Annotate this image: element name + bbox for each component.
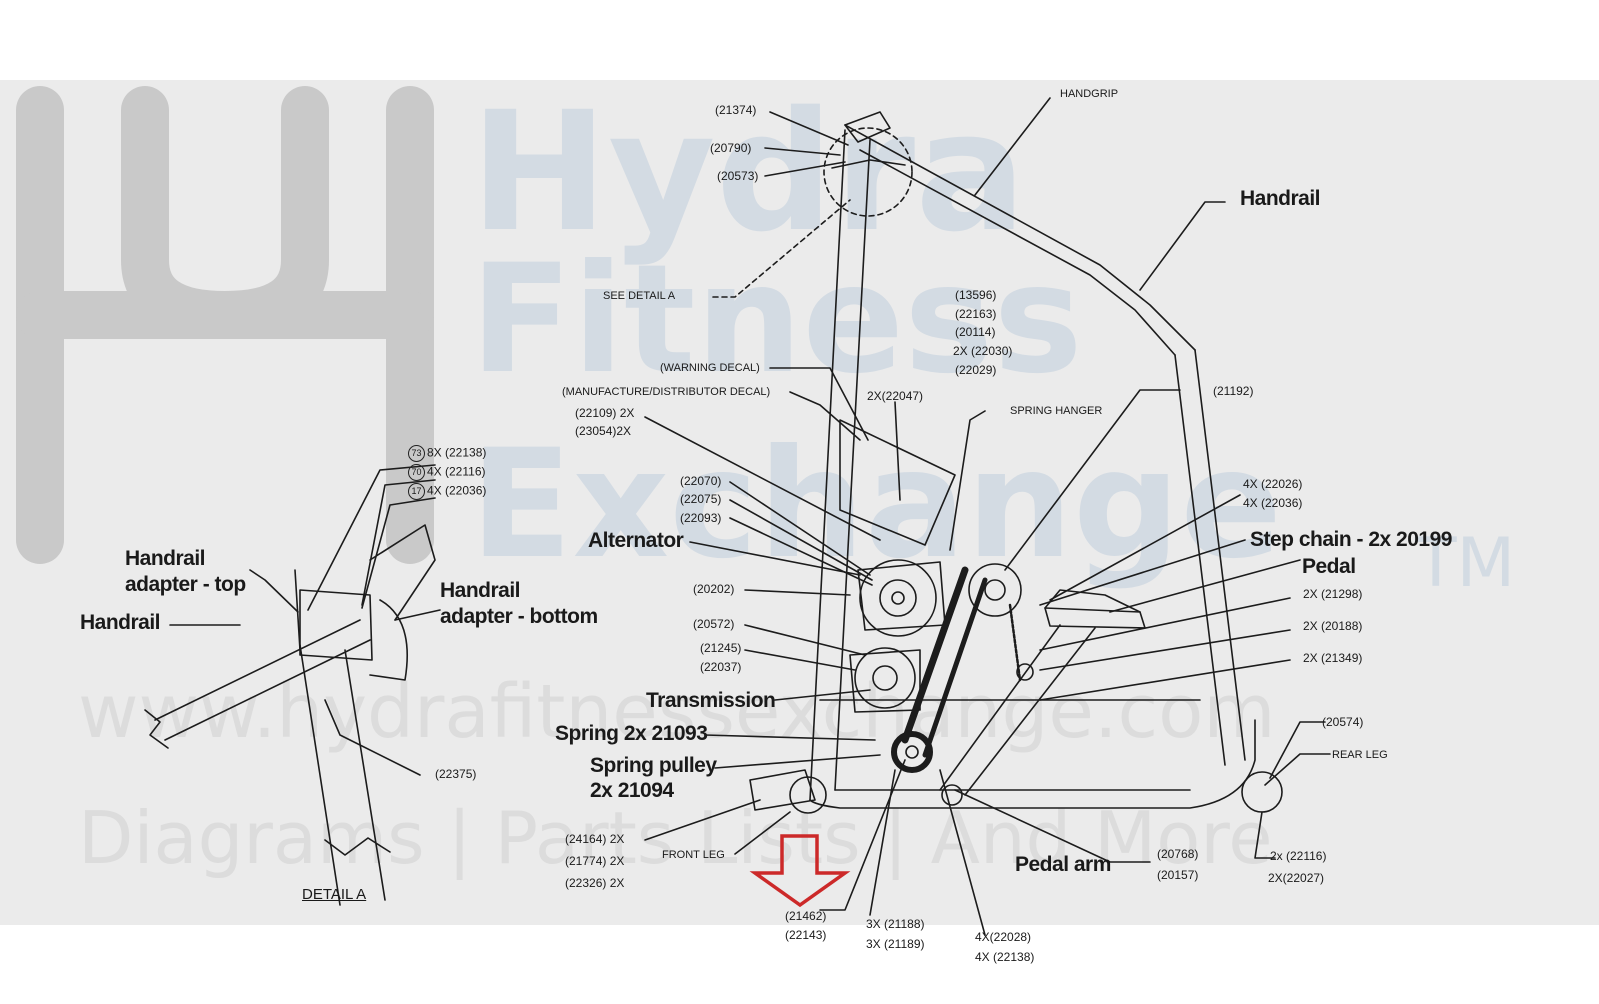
label-handgrip: HANDGRIP [1060,88,1119,100]
label-24164: (24164) 2X [565,832,625,846]
label-see-detail-a: SEE DETAIL A [603,290,676,302]
label-4x-22036: 4X (22036) [427,483,487,498]
label-adapter-bottom-1: Handrail [440,579,521,602]
label-alternator: Alternator [588,529,684,552]
label-22027: 2X(22027) [1268,871,1325,885]
label-21245: (21245) [700,641,742,655]
label-22143: (22143) [785,928,827,942]
label-21298: 2X (21298) [1303,587,1363,601]
trident-h-icon [16,86,434,564]
label-22075: (22075) [680,492,722,506]
label-20790: (20790) [710,141,752,155]
callout-circle-73: 73 [408,445,425,462]
label-21374: (21374) [715,103,757,117]
label-20768: (20768) [1157,847,1199,861]
callout-circle-70: 70 [408,464,425,481]
label-adapter-top-1: Handrail [125,547,206,570]
label-22028: 4X(22028) [975,930,1032,944]
label-22036: 4X (22036) [1243,496,1303,510]
label-22070: (22070) [680,474,722,488]
label-spring-hanger: SPRING HANGER [1010,405,1103,417]
label-pedal: Pedal [1302,555,1356,578]
label-13596: (13596) [955,288,997,302]
watermark-word-3: Exchange [470,418,1283,592]
label-22109: (22109) 2X [575,406,635,420]
label-manufacture-decal: (MANUFACTURE/DISTRIBUTOR DECAL) [562,386,771,398]
label-20574: (20574) [1322,715,1364,729]
label-transmission: Transmission [646,689,776,712]
label-rear-leg: REAR LEG [1332,749,1388,761]
label-21774: (21774) 2X [565,854,625,868]
label-21192: (21192) [1213,384,1254,398]
label-22030: 2X (22030) [953,344,1013,358]
label-22037: (22037) [700,660,742,674]
label-22093: (22093) [680,511,722,525]
label-22047: 2X(22047) [867,389,924,403]
watermark-word-2: Fitness [470,233,1083,407]
label-22026: 4X (22026) [1243,477,1303,491]
callout-circle-17: 17 [408,483,425,500]
label-21462: (21462) [785,909,827,923]
watermark-tagline: Diagrams | Parts Lists | And More [78,796,1273,880]
label-4x-22116: 4X (22116) [427,464,486,479]
label-spring-pulley-1: Spring pulley [590,754,717,777]
watermark-word-1: Hydra [470,76,1027,268]
label-20114: (20114) [955,325,996,339]
label-detail-a: DETAIL A [302,886,367,903]
watermark-url: www.hydrafitnessexchange.com [78,669,1276,755]
label-warning-decal: (WARNING DECAL) [660,362,760,374]
label-22163: (22163) [955,307,997,321]
label-8x-22138: 8X (22138) [427,445,487,460]
label-detail-handrail: Handrail [80,611,161,634]
arrow-down-icon [749,834,851,908]
label-22116-b: 2x (22116) [1270,849,1327,863]
label-spring: Spring 2x 21093 [555,722,708,745]
label-22138-b: 4X (22138) [975,950,1035,964]
label-22375: (22375) [435,767,477,781]
label-21349: 2X (21349) [1303,651,1363,665]
label-22326: (22326) 2X [565,876,625,890]
label-step-chain: Step chain - 2x 20199 [1250,528,1452,551]
watermark-trademark: TM [1415,524,1516,603]
label-20188: 2X (20188) [1303,619,1363,633]
label-21188: 3X (21188) [866,917,925,931]
label-21189: 3X (21189) [866,937,925,951]
label-20572: (20572) [693,617,735,631]
label-spring-pulley-2: 2x 21094 [590,779,674,802]
label-20573: (20573) [717,169,759,183]
label-adapter-top-2: adapter - top [125,573,246,596]
label-front-leg: FRONT LEG [662,849,725,861]
label-20157: (20157) [1157,868,1199,882]
label-22029: (22029) [955,363,997,377]
label-pedal-arm: Pedal arm [1015,853,1111,876]
label-23054: (23054)2X [575,424,632,438]
label-20202: (20202) [693,582,735,596]
label-adapter-bottom-2: adapter - bottom [440,605,598,628]
label-handrail-main: Handrail [1240,187,1321,210]
